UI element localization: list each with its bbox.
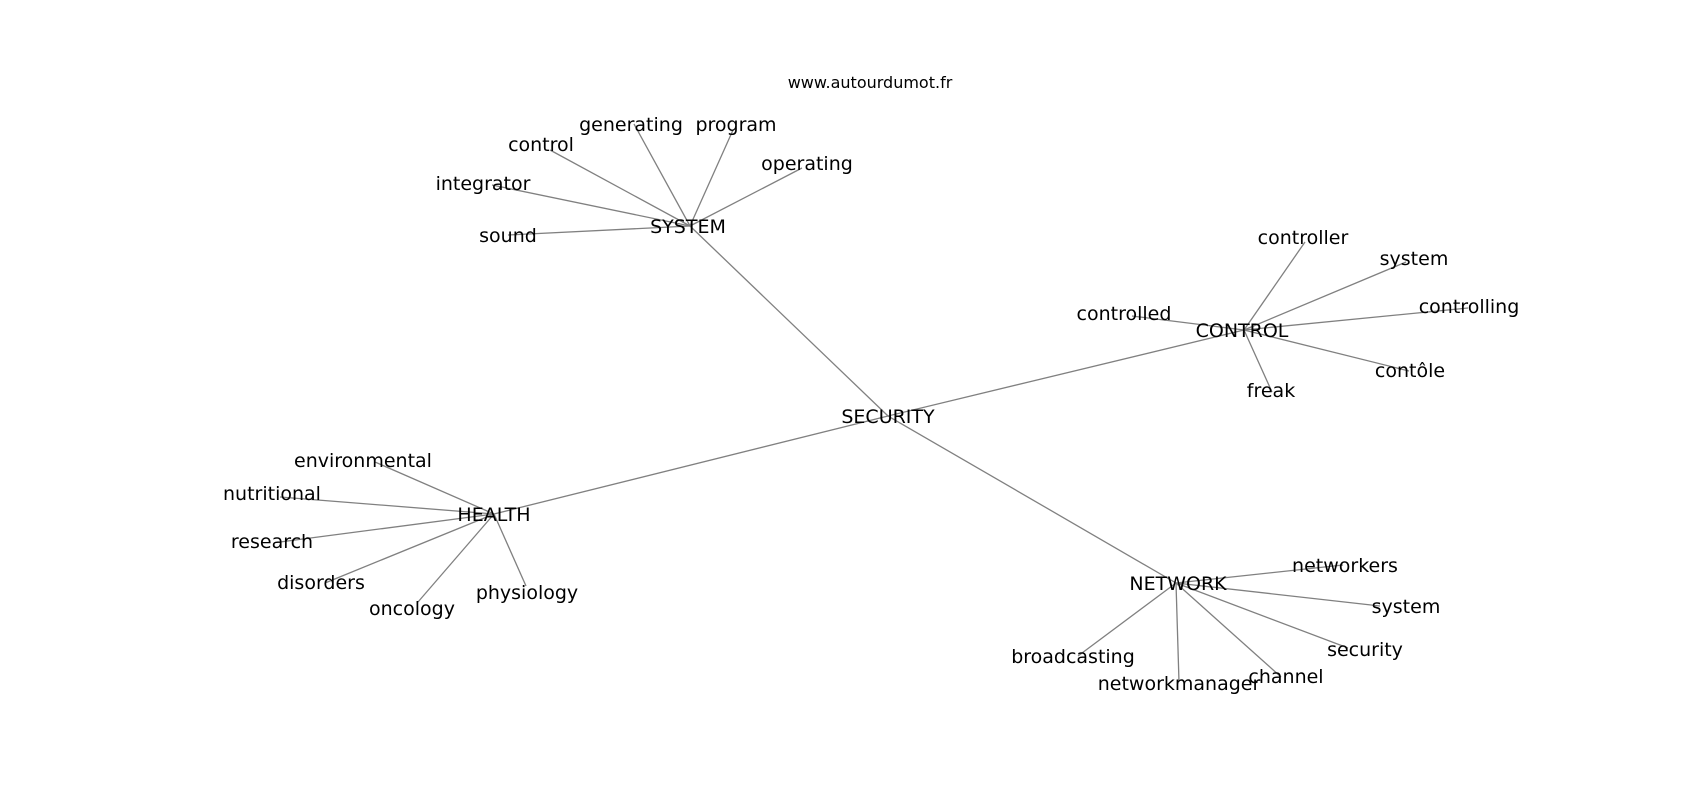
edge-network-3: [1077, 582, 1177, 657]
edge-health-1: [279, 496, 495, 515]
node-leaf-network-5: networkmanager: [1098, 673, 1261, 695]
edge-network-0: [1175, 564, 1344, 584]
edge-control-3: [1243, 307, 1469, 331]
node-leaf-control-0: controller: [1258, 227, 1349, 249]
edge-system-2: [549, 149, 691, 227]
edge-root-network: [887, 415, 1177, 584]
node-leaf-control-2: controlled: [1077, 303, 1172, 325]
edge-root-control: [887, 329, 1245, 417]
node-leaf-control-1: system: [1380, 248, 1449, 270]
node-hub-network: NETWORK: [1129, 573, 1227, 595]
node-leaf-health-0: environmental: [294, 450, 432, 472]
edge-system-1: [689, 129, 734, 227]
edge-control-2: [1131, 315, 1245, 331]
edge-health-5: [493, 513, 527, 587]
node-leaf-system-5: sound: [479, 225, 537, 247]
node-leaf-system-3: operating: [761, 153, 853, 175]
edge-control-1: [1243, 261, 1407, 331]
edge-control-4: [1243, 329, 1410, 372]
edge-system-4: [491, 184, 691, 227]
edges-layer: [279, 123, 1469, 683]
node-leaf-system-4: integrator: [436, 173, 531, 195]
node-leaf-network-2: security: [1327, 639, 1403, 661]
edge-network-4: [1175, 582, 1282, 678]
node-leaf-health-5: physiology: [476, 582, 578, 604]
node-hub-control: CONTROL: [1196, 320, 1289, 342]
edge-health-2: [279, 513, 495, 543]
edge-network-2: [1175, 582, 1349, 649]
edge-network-5: [1175, 582, 1180, 683]
edge-root-system: [689, 225, 889, 417]
edge-root-health: [493, 415, 889, 515]
node-leaf-network-4: channel: [1248, 666, 1323, 688]
edge-network-1: [1175, 582, 1381, 607]
edge-health-4: [417, 513, 495, 603]
node-leaf-network-3: broadcasting: [1011, 646, 1135, 668]
node-leaf-system-1: program: [695, 114, 776, 136]
edge-health-3: [324, 513, 495, 584]
credit-text: www.autourdumot.fr: [788, 73, 953, 92]
node-leaf-control-4: contôle: [1375, 360, 1445, 382]
node-leaf-health-1: nutritional: [223, 483, 321, 505]
node-leaf-health-4: oncology: [369, 598, 455, 620]
node-leaf-network-0: networkers: [1292, 555, 1398, 577]
edge-control-5: [1243, 329, 1273, 393]
node-hub-health: HEALTH: [457, 504, 530, 526]
node-hub-system: SYSTEM: [650, 216, 726, 238]
labels-layer: SECURITY SYSTEM generating program control op…: [223, 114, 1519, 695]
node-leaf-control-5: freak: [1247, 380, 1295, 402]
edge-health-0: [374, 461, 495, 515]
edge-system-3: [689, 167, 803, 227]
node-leaf-health-2: research: [231, 531, 313, 553]
node-leaf-network-1: system: [1372, 596, 1441, 618]
edge-system-0: [633, 123, 691, 227]
node-leaf-system-2: control: [508, 134, 574, 156]
edge-control-0: [1243, 241, 1306, 331]
node-leaf-system-0: generating: [579, 114, 683, 136]
node-root: SECURITY: [841, 406, 935, 428]
edge-system-5: [507, 225, 691, 236]
node-leaf-health-3: disorders: [277, 572, 365, 594]
node-leaf-control-3: controlling: [1419, 296, 1520, 318]
